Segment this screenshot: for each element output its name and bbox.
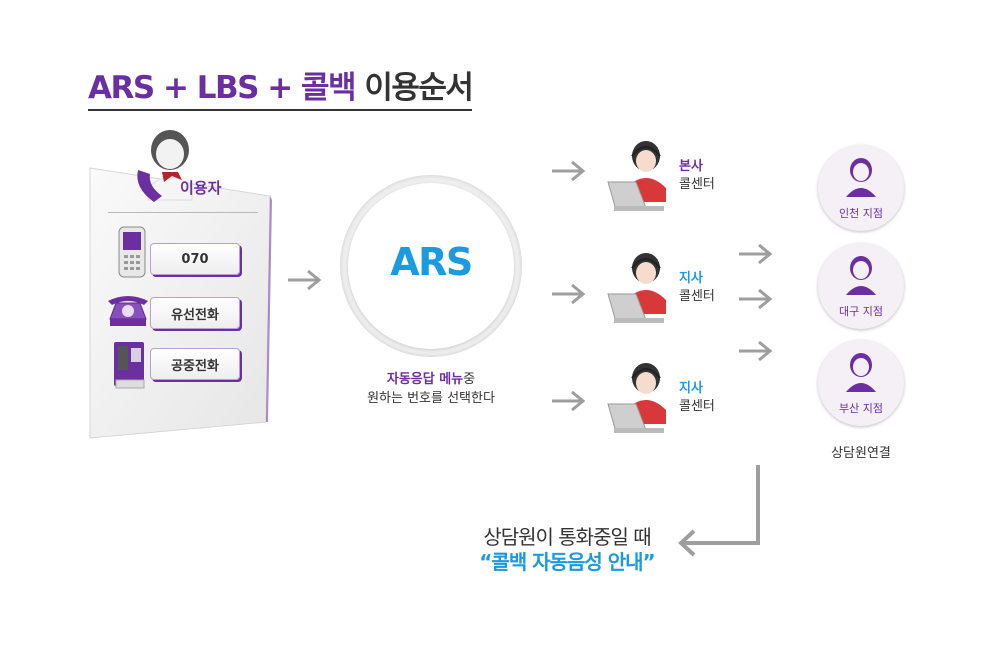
branch-label: 대구 지점	[839, 305, 883, 318]
user-label: 이용자	[180, 179, 222, 197]
ars-circle	[348, 183, 514, 349]
callback-condition: 상담원이 통화중일 때	[483, 525, 651, 549]
ars-caption-rest: 중	[463, 372, 476, 387]
callback-notice: “콜백 자동음성 안내”	[479, 550, 655, 574]
arrow-right-icon	[552, 283, 586, 305]
consultant-icon	[846, 256, 876, 295]
arrow-right-icon	[552, 160, 586, 182]
title-rest: 이용순서	[364, 70, 474, 106]
divider	[108, 212, 258, 213]
mobile-phone-icon	[118, 226, 146, 278]
branch-daegu: 대구 지점	[818, 243, 904, 329]
call-center-3-title: 지사	[679, 381, 703, 396]
desk-phone-icon	[108, 296, 148, 326]
consultant-icon	[846, 353, 876, 392]
device-landline: 유선전화	[150, 297, 240, 329]
call-agent-icon	[607, 253, 666, 323]
arrow-right-icon	[739, 288, 773, 310]
arrow-right-icon	[739, 340, 773, 362]
consultant-icon	[846, 158, 876, 197]
user-avatar-icon	[137, 130, 193, 202]
call-center-3-subtitle: 콜센터	[679, 399, 715, 414]
page-title: ARS + LBS + 콜백 이용순서	[88, 62, 474, 111]
call-center-2-title: 지사	[679, 271, 703, 286]
branch-incheon: 인천 지점	[818, 145, 904, 231]
branch-busan: 부산 지점	[818, 340, 904, 426]
device-070: 070	[150, 243, 240, 275]
branch-label: 인천 지점	[839, 207, 883, 220]
ars-caption-highlight: 자동응답 메뉴	[386, 372, 464, 387]
ars-label: ARS	[390, 240, 473, 284]
arrow-right-icon	[288, 269, 322, 291]
ars-caption-line2: 원하는 번호를 선택한다	[367, 391, 495, 406]
payphone-icon	[114, 342, 145, 389]
call-center-1-title: 본사	[679, 159, 703, 174]
branch-label: 부산 지점	[839, 402, 883, 415]
call-agent-icon	[607, 141, 666, 211]
title-accent: ARS + LBS + 콜백	[88, 70, 357, 106]
call-agent-icon	[607, 363, 666, 433]
elbow-arrow-icon	[678, 465, 760, 557]
branch-caption: 상담원연결	[831, 446, 891, 461]
arrow-right-icon	[552, 390, 586, 412]
call-center-1-subtitle: 콜센터	[679, 177, 715, 192]
device-payphone: 공중전화	[150, 348, 240, 380]
ars-caption-line1: 자동응답 메뉴중	[340, 368, 522, 387]
call-center-2-subtitle: 콜센터	[679, 289, 715, 304]
arrow-right-icon	[739, 243, 773, 265]
